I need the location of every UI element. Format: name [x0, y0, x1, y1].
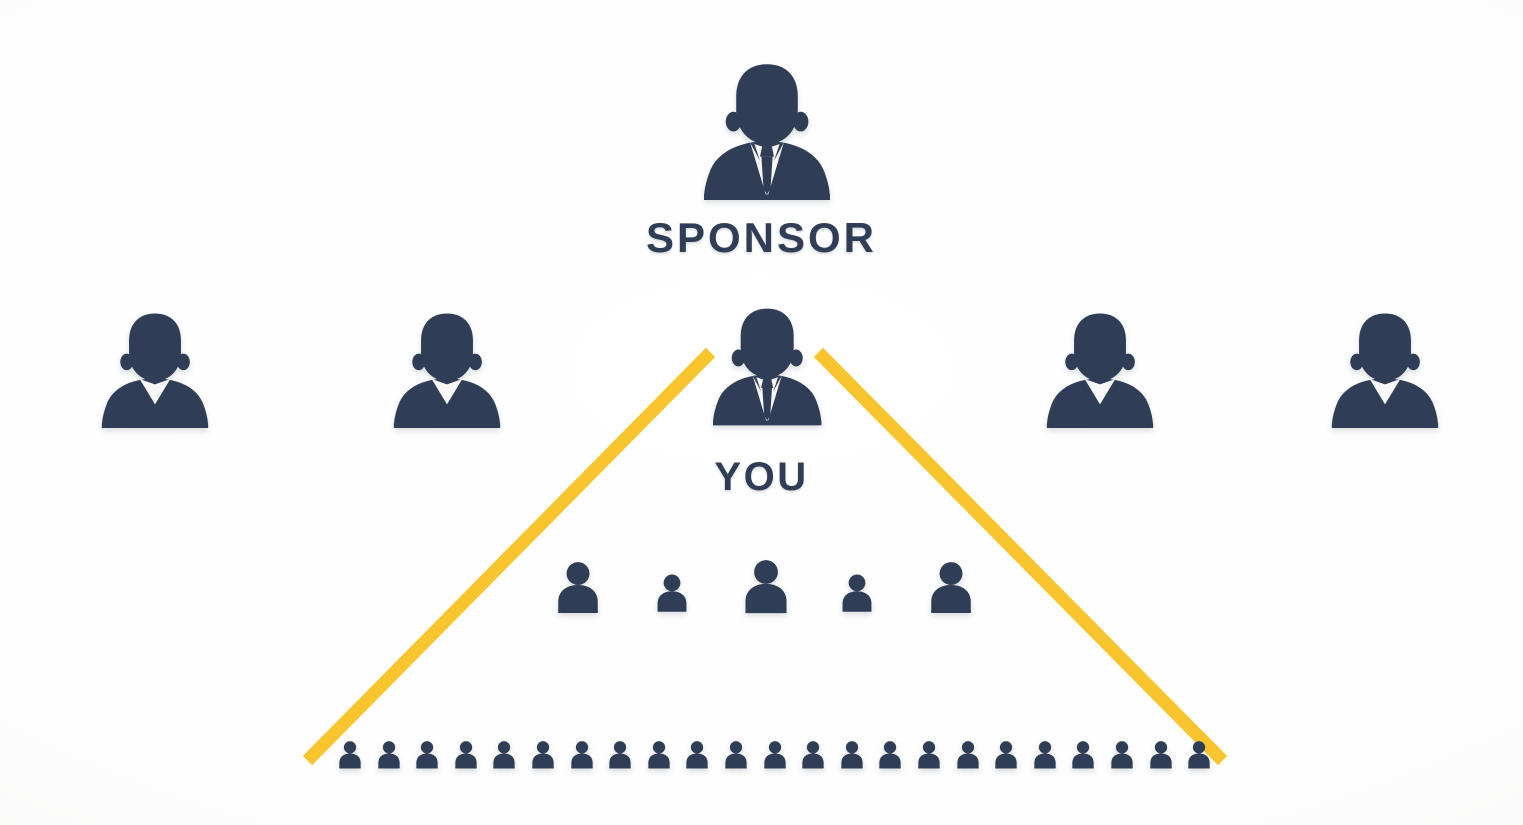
you-label: YOU [714, 455, 809, 499]
downline-figure-icon [1108, 740, 1136, 771]
downline-figure-icon [992, 740, 1020, 771]
downline-figure-icon [568, 740, 596, 771]
downline-figure-icon [653, 573, 691, 616]
sponsor-figure-icon [697, 60, 837, 206]
downline-figure-icon [739, 558, 793, 618]
you-figure-icon [707, 305, 827, 430]
downline-figure-icon [645, 740, 673, 771]
peer-figure-icon [96, 310, 214, 433]
downline-figure-icon [490, 740, 518, 771]
downline-figure-icon [452, 740, 480, 771]
downline-figure-icon [954, 740, 982, 771]
downline-figure-icon [336, 740, 364, 771]
sponsor-label: SPONSOR [645, 214, 878, 261]
downline-figure-icon [925, 560, 977, 618]
peer-figure-icon [388, 310, 506, 433]
downline-figure-icon [552, 560, 604, 618]
peer-figure-icon [1041, 310, 1159, 433]
downline-figure-icon [761, 740, 789, 771]
downline-figure-icon [413, 740, 441, 771]
downline-figure-icon [722, 740, 750, 771]
downline-figure-icon [1147, 740, 1175, 771]
downline-figure-icon [915, 740, 943, 771]
downline-figure-icon [838, 573, 876, 616]
downline-figure-icon [1031, 740, 1059, 771]
downline-figure-icon [606, 740, 634, 771]
downline-figure-icon [1069, 740, 1097, 771]
peer-figure-icon [1326, 310, 1444, 433]
downline-figure-icon [375, 740, 403, 771]
downline-figure-icon [799, 740, 827, 771]
downline-figure-icon [876, 740, 904, 771]
triangle-left-edge [302, 347, 716, 766]
downline-figure-icon [1185, 740, 1213, 771]
downline-figure-icon [683, 740, 711, 771]
downline-figure-icon [529, 740, 557, 771]
downline-figure-icon [838, 740, 866, 771]
